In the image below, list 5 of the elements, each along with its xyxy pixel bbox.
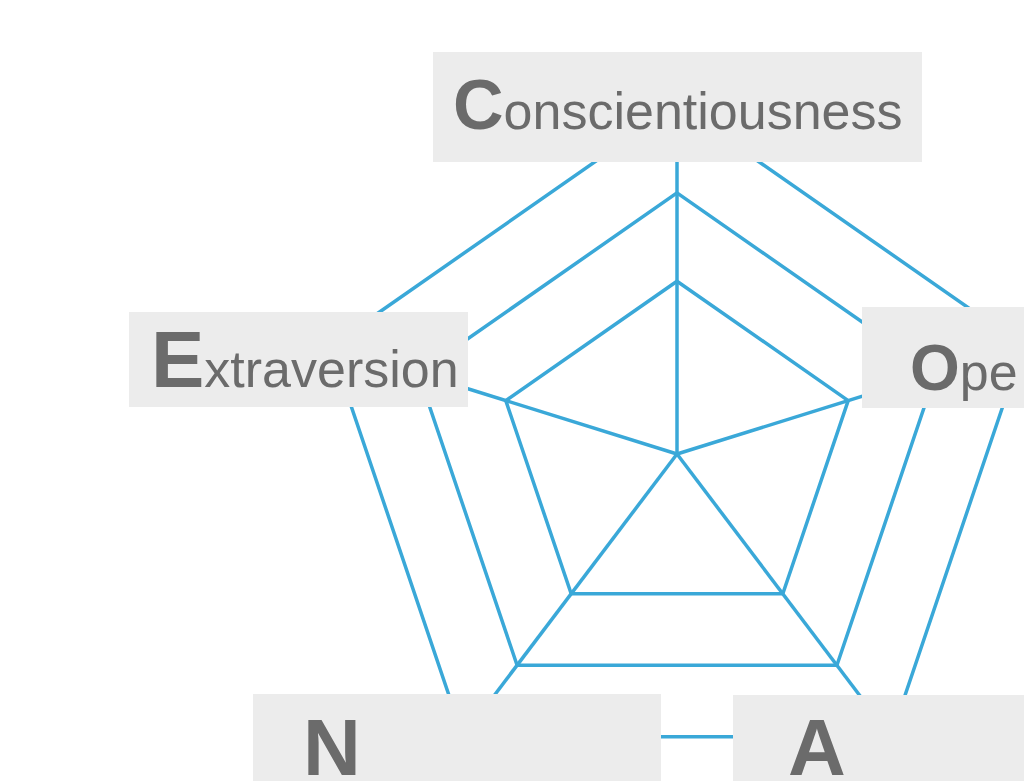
trait-label: Extraversion: [129, 312, 468, 407]
trait-label: A: [733, 695, 1024, 781]
trait-label: N: [253, 694, 661, 781]
trait-label: Ope: [862, 307, 1024, 408]
trait-label: Conscientiousness: [433, 52, 922, 162]
